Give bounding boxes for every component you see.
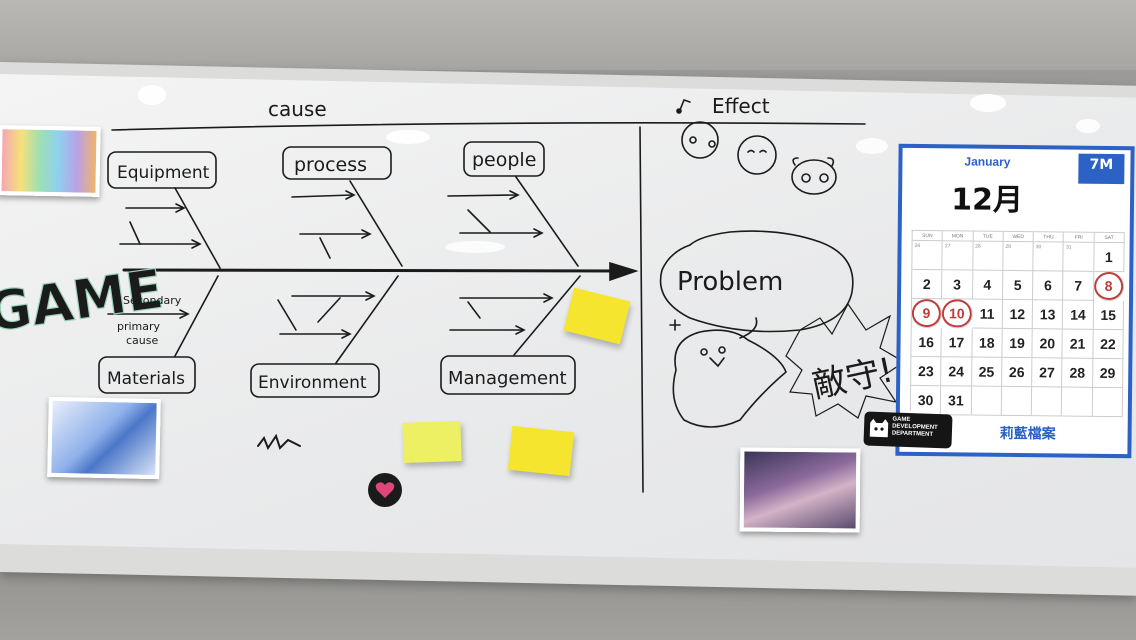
- calendar-day: 25: [971, 357, 1003, 387]
- note-cause: cause: [126, 334, 158, 347]
- calendar-day: 10: [941, 299, 973, 329]
- calendar-day: 27: [1032, 358, 1063, 388]
- calendar-prev-day: 31: [1063, 242, 1095, 272]
- calendar-day: 23: [911, 356, 942, 387]
- calendar-day: 14: [1063, 300, 1094, 330]
- calendar-prev-day: 30: [1033, 242, 1065, 272]
- calendar-day: 3: [942, 270, 973, 300]
- calendar-day: 17: [941, 328, 973, 358]
- calendar-day: 7: [1063, 271, 1095, 301]
- calendar-day: 28: [1062, 358, 1094, 388]
- problem-label: Problem: [677, 267, 783, 297]
- calendar-footer-text: 莉藍檔案: [999, 425, 1056, 443]
- calendar-day: 4: [972, 270, 1004, 300]
- category-materials: Materials: [107, 369, 185, 389]
- wall-top: [0, 0, 1136, 70]
- category-people: people: [472, 149, 536, 171]
- category-process: process: [294, 154, 367, 176]
- calendar-prev-day: 27: [942, 241, 974, 271]
- calendar-month-english: January: [964, 154, 1011, 169]
- category-equipment: Equipment: [117, 163, 210, 183]
- calendar-logo-text: 7M: [1089, 156, 1114, 174]
- category-environment: Environment: [258, 373, 367, 393]
- calendar-prev-day: 28: [972, 241, 1004, 271]
- calendar-weekday: SUN: [912, 230, 944, 242]
- sticky-note-2: [402, 421, 462, 463]
- calendar-day: 5: [1002, 270, 1034, 301]
- calendar-logo: 7M: [1078, 153, 1125, 185]
- calendar-day: 19: [1002, 328, 1033, 359]
- calendar-weekday: WED: [1003, 231, 1034, 243]
- calendar-empty-cell: [1062, 387, 1093, 417]
- calendar-day: 11: [972, 299, 1003, 329]
- calendar-day: 16: [911, 327, 942, 358]
- calendar-weekday: TUE: [973, 231, 1004, 242]
- calendar-empty-cell: [1031, 387, 1063, 417]
- calendar-day: 6: [1033, 271, 1064, 301]
- calendar-weekday: THU: [1033, 232, 1065, 243]
- game-outline-text: GAME: [0, 257, 167, 344]
- calendar-day: 8: [1093, 271, 1125, 302]
- calendar-day: 29: [1092, 358, 1124, 389]
- heart-icon: [375, 482, 395, 498]
- calendar-day: 21: [1062, 329, 1094, 359]
- calendar-empty-cell: [971, 386, 1002, 416]
- calendar-prev-day: 29: [1003, 241, 1034, 272]
- photo-card-bottom-left: [47, 396, 161, 480]
- calendar-day: 9: [911, 298, 943, 329]
- sticky-note-3: [507, 425, 575, 477]
- calendar-day: 22: [1093, 329, 1124, 360]
- cause-header: cause: [268, 97, 327, 121]
- doodle-kanji: 敵守!: [809, 350, 897, 406]
- calendar-day: 31: [941, 386, 972, 416]
- calendar-day: 13: [1032, 300, 1064, 330]
- photo-card-bottom-center: [739, 447, 861, 533]
- calendar-empty-cell: [1092, 387, 1124, 418]
- calendar-weekday: FRI: [1064, 232, 1095, 243]
- game-dev-badge: GAME DEVELOPMENT DEPARTMENT: [863, 411, 953, 449]
- calendar-day: 18: [971, 328, 1003, 358]
- cat-icon: [869, 418, 889, 438]
- heart-sticker: [368, 473, 402, 507]
- calendar-day: 1: [1094, 242, 1125, 273]
- photo-card-top-left: [0, 125, 101, 197]
- calendar-day: 15: [1093, 300, 1125, 331]
- calendar-day: 30: [910, 385, 942, 416]
- calendar-weekday: MON: [942, 231, 974, 242]
- calendar-prev-day: 26: [912, 240, 943, 271]
- calendar-day: 12: [1002, 299, 1034, 330]
- calendar-weekday: SAT: [1094, 232, 1125, 244]
- calendar-empty-cell: [1001, 386, 1033, 417]
- category-management: Management: [448, 368, 567, 389]
- badge-line-3: DEPARTMENT: [891, 430, 934, 438]
- note-primary: primary: [117, 320, 161, 333]
- badge-text: GAME DEVELOPMENT DEPARTMENT: [892, 416, 938, 439]
- calendar-day: 2: [912, 269, 943, 300]
- note-secondary: Secondary: [123, 294, 182, 307]
- calendar-day: 24: [941, 357, 972, 387]
- calendar-day: 26: [1001, 357, 1033, 388]
- effect-header: Effect: [712, 94, 770, 118]
- calendar-header: January 12月 7M: [902, 148, 1131, 232]
- calendar-day: 20: [1032, 329, 1064, 359]
- calendar-month-chinese: 12月: [950, 182, 1024, 219]
